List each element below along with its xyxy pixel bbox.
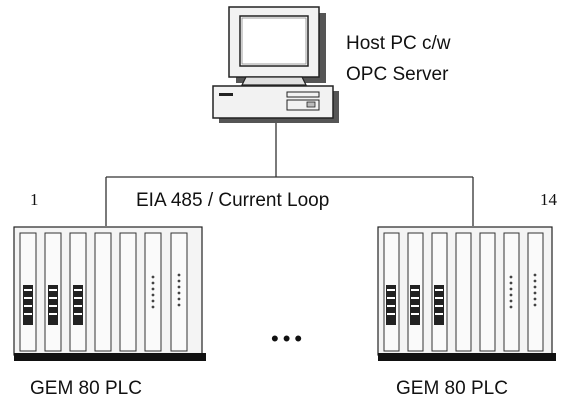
ellipsis-more-plcs: ••• (271, 326, 307, 351)
plc-rack-14 (377, 226, 556, 361)
host-pc-icon (212, 6, 339, 123)
plc-rack-1 (13, 226, 206, 361)
network-bus (105, 123, 474, 226)
plc-index-last: 14 (540, 190, 557, 209)
plc-label-last: GEM 80 PLC (396, 378, 508, 399)
host-label-line1: Host PC c/w (346, 33, 451, 54)
plc-label-first: GEM 80 PLC (30, 378, 142, 399)
network-label: EIA 485 / Current Loop (136, 190, 330, 211)
host-label-line2: OPC Server (346, 64, 449, 85)
plc-index-first: 1 (30, 190, 39, 209)
